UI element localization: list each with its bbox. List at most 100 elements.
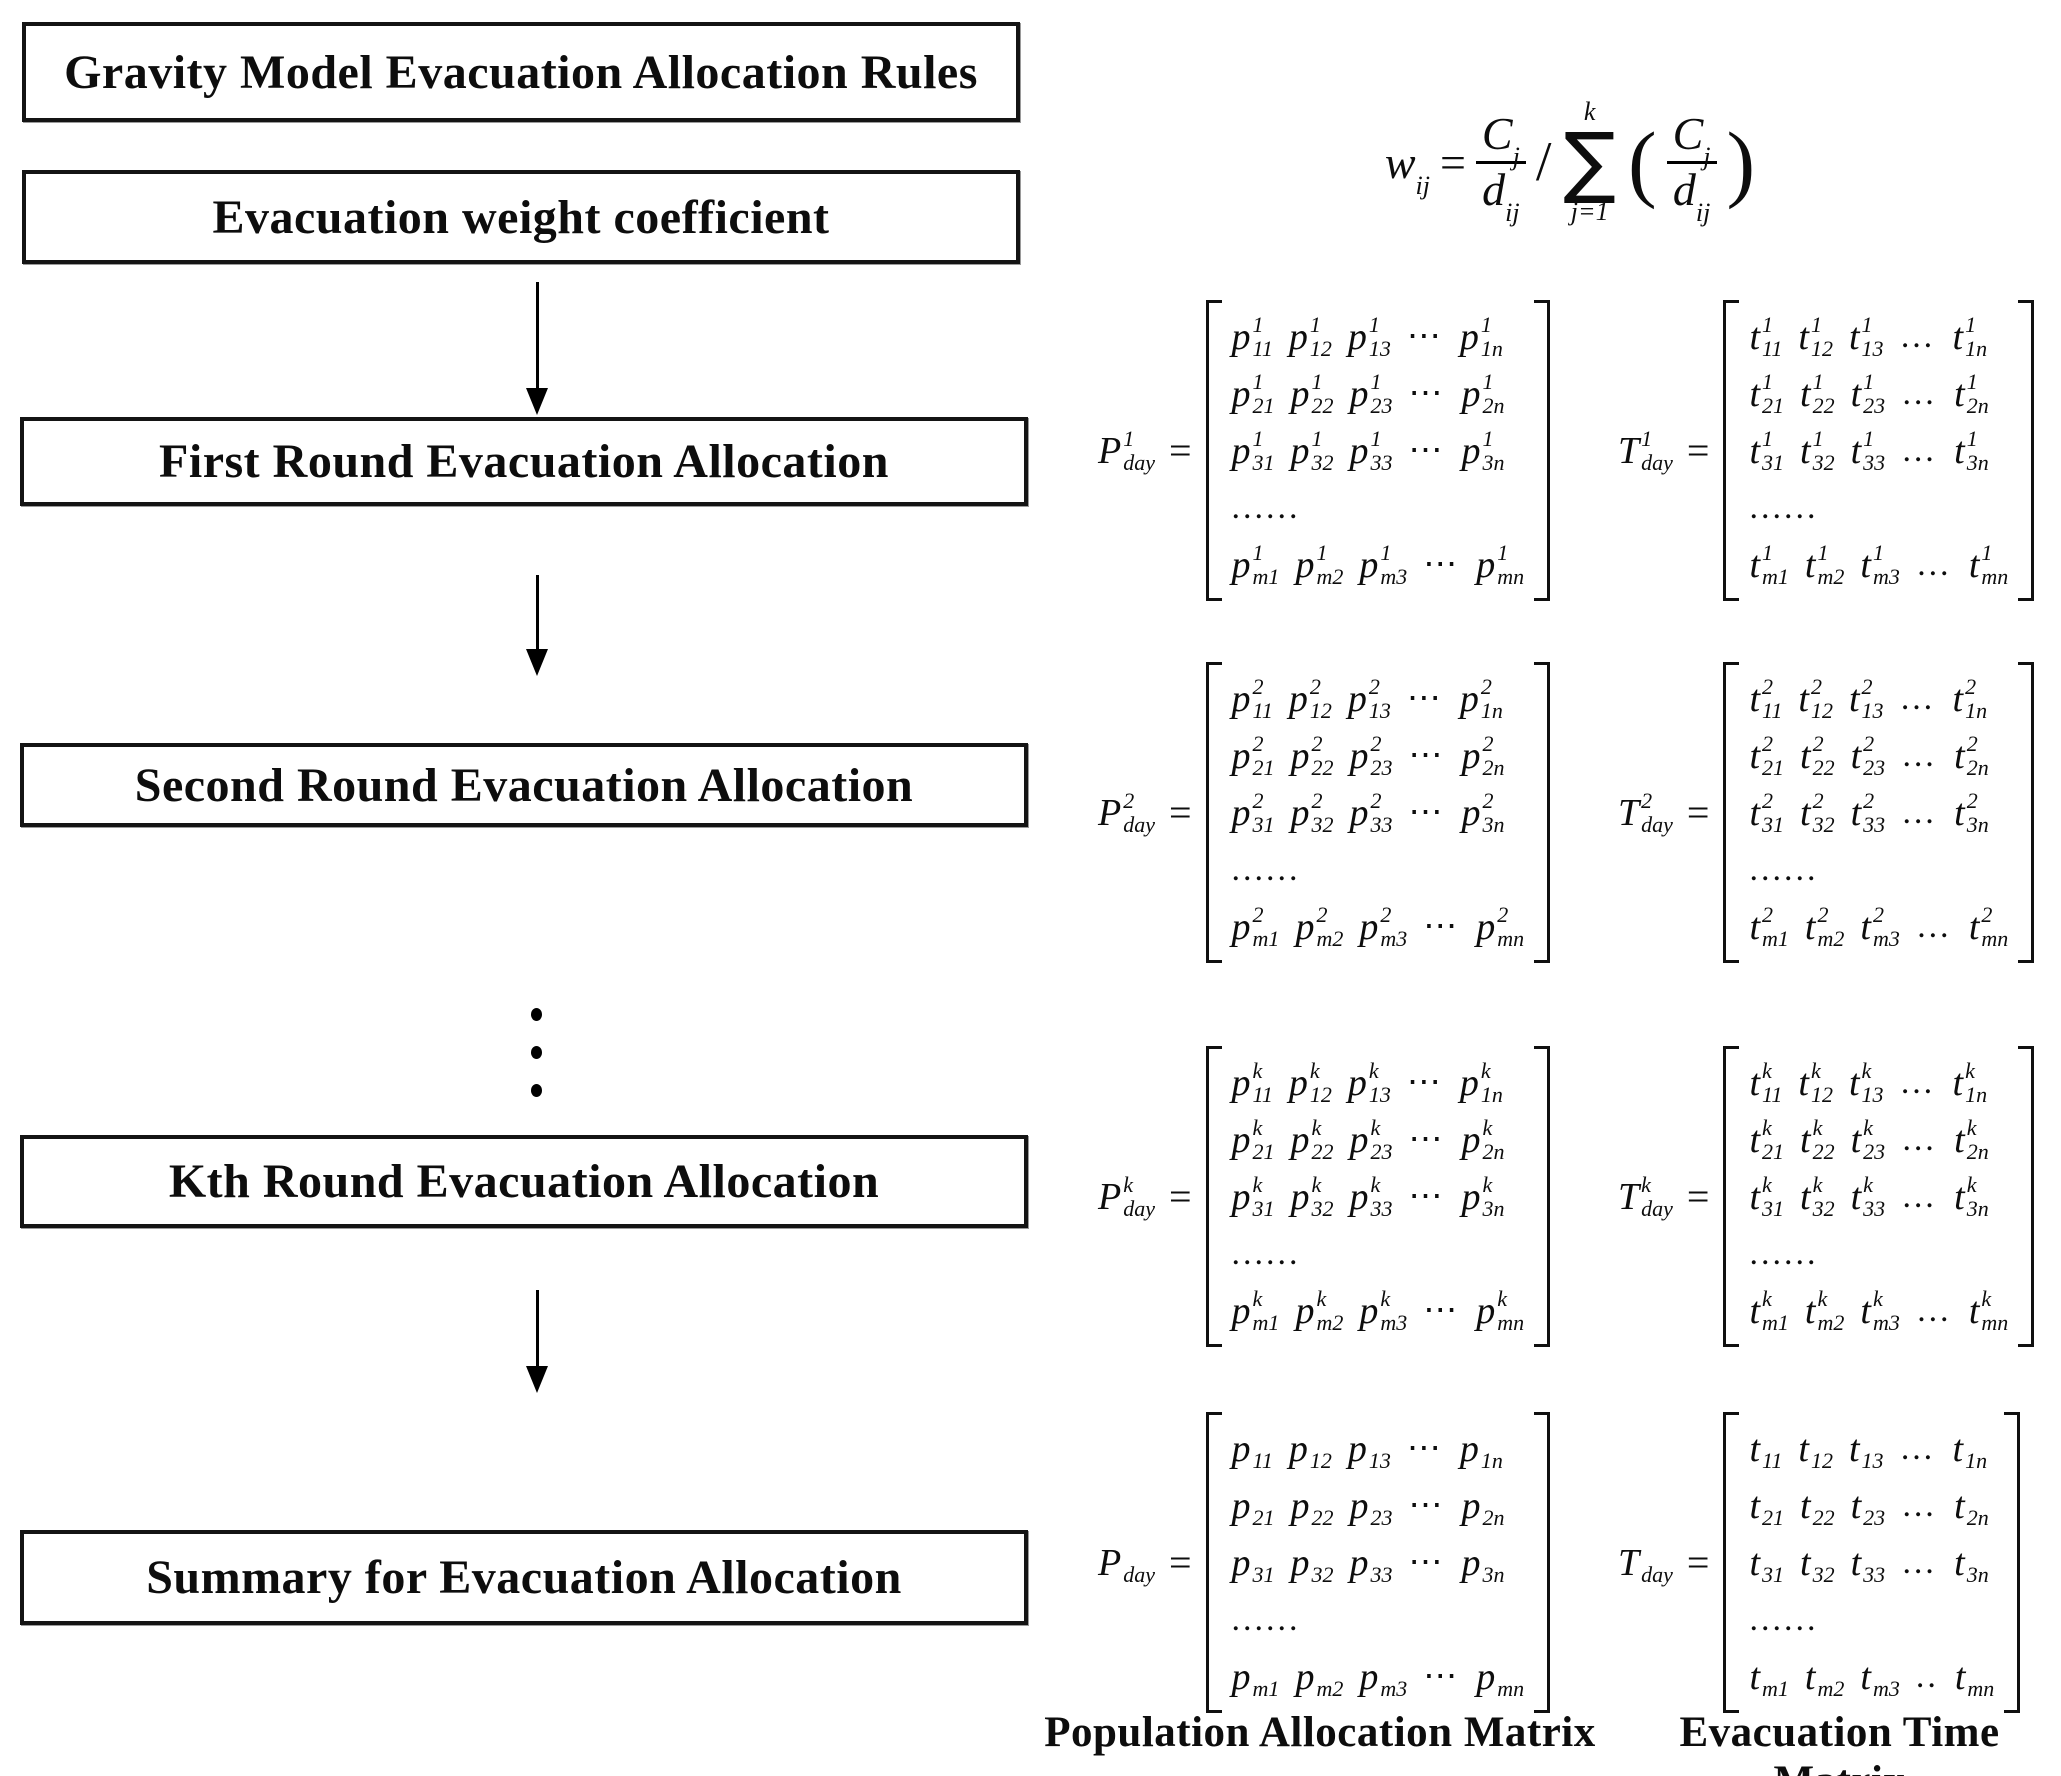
matrix-ellipsis: ...... bbox=[1231, 1234, 1301, 1272]
subscript: m2 bbox=[1817, 925, 1845, 951]
matrix-element-letter: p bbox=[1295, 1289, 1315, 1332]
subscript: 11 bbox=[1252, 1081, 1273, 1107]
matrix-element-letter: t bbox=[1860, 1655, 1871, 1698]
subscript: mn bbox=[1967, 1675, 1995, 1701]
matrix-element-letter: p bbox=[1231, 429, 1251, 472]
matrix-element-letter: p bbox=[1347, 1427, 1367, 1470]
right-bracket bbox=[1534, 1046, 1551, 1347]
matrix-element-letter: t bbox=[1800, 734, 1811, 777]
superscript: k bbox=[1966, 1115, 1977, 1141]
superscript: k bbox=[1368, 1058, 1379, 1084]
formula-C-sub: j bbox=[1512, 142, 1520, 172]
matrix-cell: p 23 bbox=[1350, 1482, 1393, 1529]
matrix-ellipsis: … bbox=[1901, 1486, 1939, 1524]
matrix-equals: = bbox=[1168, 1174, 1192, 1219]
superscript: 1 bbox=[1370, 426, 1382, 452]
superscript: 1 bbox=[1762, 540, 1774, 566]
matrix-element-letter: t bbox=[1749, 1541, 1761, 1584]
superscript: k bbox=[1380, 1286, 1391, 1312]
matrix-ellipsis: ⋯ bbox=[1408, 1543, 1446, 1581]
subscript: m3 bbox=[1872, 925, 1900, 951]
matrix-element-letter: p bbox=[1231, 1175, 1251, 1218]
subscript: m1 bbox=[1762, 1675, 1789, 1701]
superscript bbox=[1497, 1653, 1503, 1676]
matrix-element-letter: p bbox=[1349, 1118, 1369, 1161]
subscript: 13 bbox=[1861, 335, 1884, 361]
formula-d: d bbox=[1672, 163, 1696, 215]
superscript: k bbox=[1123, 1172, 1133, 1198]
script-stack: m1 bbox=[1762, 1653, 1789, 1699]
script-stack: 22 bbox=[1312, 1482, 1334, 1528]
matrix-element-letter: p bbox=[1459, 677, 1479, 720]
superscript: 2 bbox=[1316, 902, 1328, 928]
subscript: 1n bbox=[1965, 335, 1988, 361]
matrix-element-letter: t bbox=[1952, 315, 1964, 358]
matrix-element-letter: p bbox=[1231, 1118, 1251, 1161]
matrix-element-letter: p bbox=[1231, 905, 1251, 948]
matrix-equals: = bbox=[1686, 1540, 1710, 1585]
matrix-element-letter: p bbox=[1290, 1484, 1310, 1527]
matrix-element-letter: t bbox=[1800, 1175, 1811, 1218]
matrix-element-letter: t bbox=[1749, 1427, 1761, 1470]
subscript: day bbox=[1123, 1561, 1155, 1587]
subscript: day bbox=[1641, 811, 1673, 837]
formula-lhs: wij bbox=[1385, 136, 1430, 200]
subscript: m2 bbox=[1316, 925, 1344, 951]
flow-box-kth-round: Kth Round Evacuation Allocation bbox=[20, 1135, 1028, 1228]
matrix-cell: t 2n bbox=[1954, 1482, 1989, 1529]
script-stack: mn bbox=[1967, 1653, 1994, 1699]
subscript: 32 bbox=[1311, 1195, 1334, 1221]
matrix-ellipsis: … bbox=[1899, 1063, 1937, 1101]
matrix-element-letter: p bbox=[1349, 429, 1369, 472]
superscript bbox=[1253, 1653, 1259, 1676]
matrix-equals: = bbox=[1168, 790, 1192, 835]
matrix-ellipsis: ⋯ bbox=[1408, 1177, 1446, 1215]
script-stack: 1n bbox=[1481, 1425, 1503, 1471]
subscript: 12 bbox=[1309, 335, 1332, 361]
left-bracket bbox=[1723, 1046, 1740, 1347]
script-stack: 21 bbox=[1253, 1482, 1275, 1528]
subscript: 23 bbox=[1370, 392, 1393, 418]
matrix-element-letter: t bbox=[1968, 1289, 1980, 1332]
superscript bbox=[1310, 1425, 1316, 1448]
matrix-ellipsis: ⋯ bbox=[1406, 679, 1444, 717]
subscript: 33 bbox=[1370, 811, 1393, 837]
